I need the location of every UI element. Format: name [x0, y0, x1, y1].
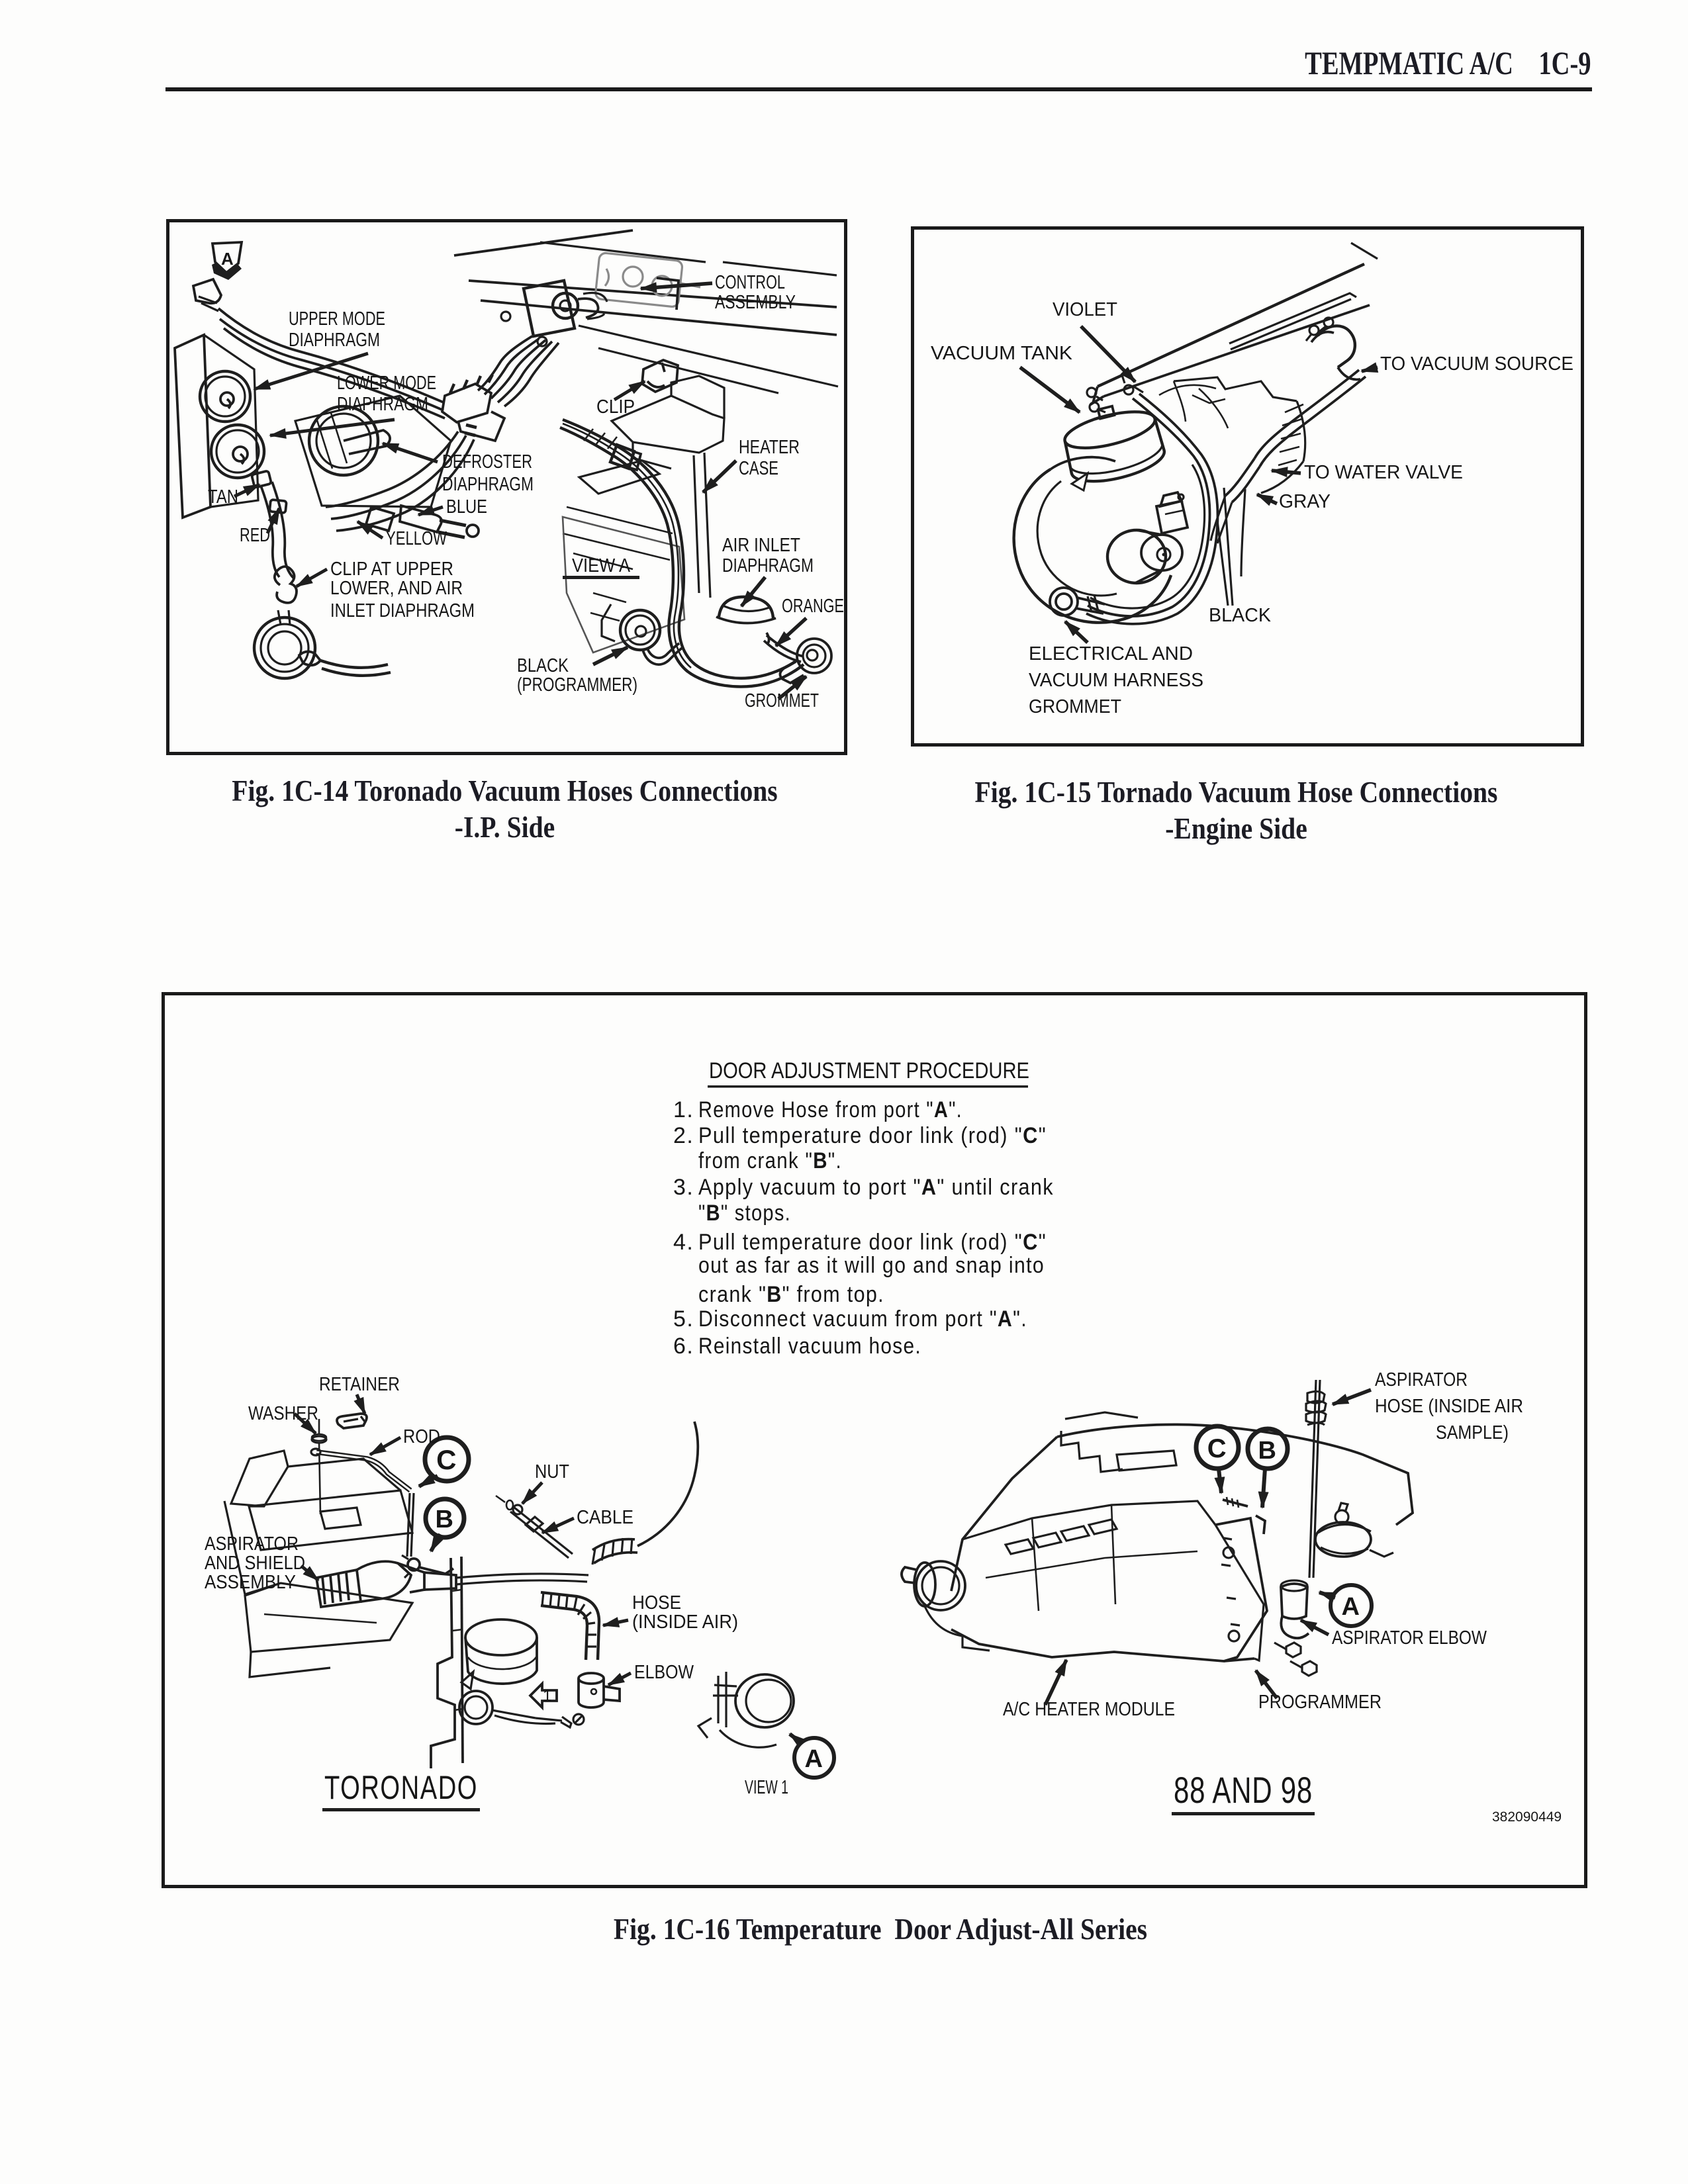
svg-text:3.: 3. [673, 1175, 694, 1200]
svg-text:DEFROSTER: DEFROSTER [442, 451, 532, 473]
svg-text:CABLE: CABLE [577, 1507, 633, 1528]
svg-text:HEATER: HEATER [739, 437, 800, 458]
svg-text:5.: 5. [673, 1306, 694, 1332]
svg-text:YELLOW: YELLOW [386, 528, 447, 549]
svg-text:B: B [1258, 1437, 1278, 1465]
svg-text:TAN: TAN [208, 486, 238, 508]
svg-text:(PROGRAMMER): (PROGRAMMER) [517, 674, 637, 696]
svg-text:ASPIRATOR: ASPIRATOR [1375, 1369, 1468, 1390]
svg-text:ROD: ROD [403, 1426, 440, 1447]
svg-text:INLET DIAPHRAGM: INLET DIAPHRAGM [330, 600, 475, 621]
svg-text:DIAPHRAGM: DIAPHRAGM [337, 394, 428, 415]
svg-text:4.: 4. [673, 1230, 694, 1255]
svg-text:ASPIRATOR: ASPIRATOR [205, 1533, 299, 1555]
svg-text:NUT: NUT [535, 1461, 569, 1482]
svg-text:VACUUM TANK: VACUUM TANK [931, 343, 1073, 364]
svg-text:LOWER, AND AIR: LOWER, AND AIR [330, 578, 463, 599]
svg-text:Reinstall vacuum hose.: Reinstall vacuum hose. [698, 1334, 921, 1359]
svg-text:TORONADO: TORONADO [324, 1769, 478, 1806]
svg-text:ORANGE: ORANGE [782, 596, 844, 617]
svg-text:(INSIDE AIR): (INSIDE AIR) [632, 1612, 738, 1633]
svg-text:VIOLET: VIOLET [1053, 299, 1117, 320]
svg-text:A: A [1342, 1593, 1361, 1621]
svg-text:RETAINER: RETAINER [319, 1374, 400, 1395]
svg-text:BLACK: BLACK [517, 655, 569, 676]
svg-text:crank "B" from top.: crank "B" from top. [698, 1282, 884, 1307]
svg-text:CASE: CASE [739, 458, 778, 479]
svg-text:AIR INLET: AIR INLET [722, 535, 800, 556]
svg-text:TO WATER VALVE: TO WATER VALVE [1304, 462, 1463, 483]
svg-text:A: A [805, 1745, 824, 1773]
svg-text:DIAPHRAGM: DIAPHRAGM [722, 555, 814, 576]
svg-text:UPPER MODE: UPPER MODE [289, 308, 385, 330]
svg-text:AND SHIELD: AND SHIELD [205, 1553, 305, 1574]
svg-text:BLUE: BLUE [446, 496, 487, 518]
svg-text:SAMPLE): SAMPLE) [1436, 1422, 1509, 1443]
svg-text:A/C HEATER MODULE: A/C HEATER MODULE [1003, 1699, 1175, 1720]
svg-text:1.: 1. [673, 1097, 694, 1122]
svg-text:B: B [436, 1506, 455, 1533]
svg-text:ASSEMBLY: ASSEMBLY [715, 292, 796, 313]
svg-text:LOWER MODE: LOWER MODE [337, 373, 436, 394]
svg-text:C: C [1207, 1434, 1227, 1463]
svg-text:Disconnect vacuum from port "A: Disconnect vacuum from port "A". [698, 1306, 1027, 1332]
svg-text:GRAY: GRAY [1279, 491, 1331, 512]
svg-text:PROGRAMMER: PROGRAMMER [1258, 1692, 1382, 1713]
svg-text:Pull temperature door link (ro: Pull temperature door link (rod) "C" [698, 1230, 1047, 1255]
svg-text:382090449: 382090449 [1492, 1809, 1562, 1825]
svg-text:"B" stops.: "B" stops. [698, 1201, 791, 1226]
svg-text:C: C [436, 1444, 457, 1475]
svg-text:2.: 2. [673, 1123, 694, 1148]
svg-text:6.: 6. [673, 1334, 694, 1359]
svg-text:DIAPHRAGM: DIAPHRAGM [442, 474, 534, 495]
svg-text:DOOR ADJUSTMENT PROCEDURE: DOOR ADJUSTMENT PROCEDURE [709, 1058, 1029, 1083]
svg-text:BLACK: BLACK [1209, 605, 1272, 626]
svg-text:VIEW A: VIEW A [572, 555, 631, 576]
svg-text:from crank "B".: from crank "B". [698, 1148, 842, 1173]
svg-text:ELBOW: ELBOW [634, 1662, 694, 1683]
svg-text:ASPIRATOR ELBOW: ASPIRATOR ELBOW [1332, 1627, 1487, 1649]
svg-text:A: A [221, 249, 234, 269]
svg-text:HOSE: HOSE [632, 1592, 681, 1614]
svg-text:GROMMET: GROMMET [745, 690, 819, 711]
svg-text:RED: RED [240, 525, 270, 546]
svg-text:ASSEMBLY: ASSEMBLY [205, 1572, 296, 1593]
svg-text:CONTROL: CONTROL [715, 272, 785, 293]
svg-text:1: 1 [543, 1687, 553, 1705]
svg-text:HOSE (INSIDE AIR: HOSE (INSIDE AIR [1375, 1396, 1523, 1417]
svg-text:out as far as it will go and s: out as far as it will go and snap into [698, 1253, 1045, 1278]
svg-text:TO VACUUM SOURCE: TO VACUUM SOURCE [1380, 353, 1573, 375]
svg-text:GROMMET: GROMMET [1029, 696, 1121, 717]
svg-text:Apply vacuum to port "A" until: Apply vacuum to port "A" until crank [698, 1175, 1054, 1200]
svg-text:WASHER: WASHER [248, 1403, 318, 1424]
svg-text:DIAPHRAGM: DIAPHRAGM [289, 330, 380, 351]
svg-text:Pull temperature door link (ro: Pull temperature door link (rod) "C" [698, 1123, 1047, 1148]
svg-text:88 AND 98: 88 AND 98 [1174, 1769, 1313, 1811]
svg-text:ELECTRICAL AND: ELECTRICAL AND [1029, 643, 1193, 664]
svg-text:VIEW 1: VIEW 1 [745, 1777, 788, 1798]
svg-text:CLIP AT UPPER: CLIP AT UPPER [330, 559, 453, 580]
svg-text:VACUUM HARNESS: VACUUM HARNESS [1029, 670, 1203, 691]
svg-text:Remove Hose from port "A".: Remove Hose from port "A". [698, 1097, 962, 1122]
